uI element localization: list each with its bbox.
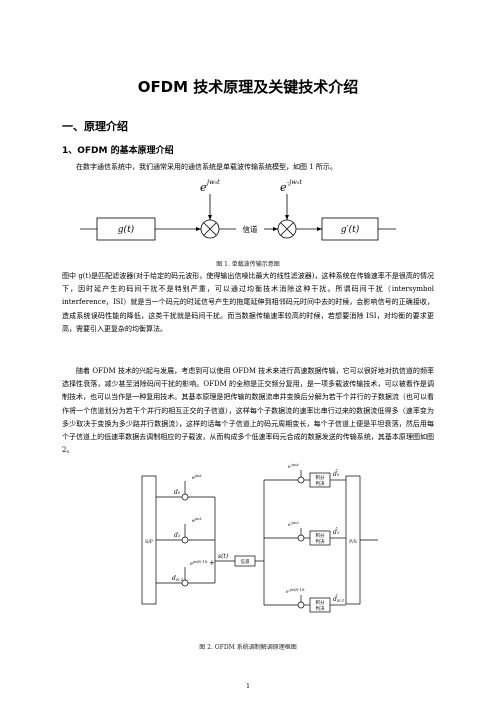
svg-text:积分: 积分 xyxy=(316,532,325,539)
subsection-heading: 1、OFDM 的基本原理介绍 xyxy=(62,146,174,156)
carrier-rx-label: e -jw₀t xyxy=(280,178,302,194)
svg-text:判决: 判决 xyxy=(316,538,325,545)
svg-text:d₀: d₀ xyxy=(174,489,181,496)
svg-text:s(t): s(t) xyxy=(218,553,229,560)
svg-text:ejw₀t: ejw₀t xyxy=(192,474,202,481)
paragraph-ofdm: 随着 OFDM 技术的兴起与发展，考虑到可以使用 OFDM 技术来进行高速数据传… xyxy=(62,367,434,455)
figure-1-caption: 图 1. 单载波传输示意图 xyxy=(216,261,280,268)
svg-text:积分: 积分 xyxy=(316,474,325,481)
integrator-0 xyxy=(309,472,331,488)
svg-text:ejw₁t: ejw₁t xyxy=(192,517,202,524)
svg-text:判决: 判决 xyxy=(316,605,325,612)
summation-sign: + xyxy=(209,559,215,567)
svg-text:dN-1: dN-1 xyxy=(172,575,183,582)
svg-text:e: e xyxy=(280,181,287,194)
svg-text:e-jw₀t: e-jw₀t xyxy=(288,463,299,470)
gt-label: g(t) xyxy=(118,224,135,235)
section-heading: 一、原理介绍 xyxy=(62,120,128,133)
svg-text:d̂N-1: d̂N-1 xyxy=(333,596,344,603)
integrator-n xyxy=(309,597,331,613)
fig2-channel-label: 信道 xyxy=(241,558,250,565)
integrator-1 xyxy=(309,530,331,546)
svg-text:e-jw(N-1)t: e-jw(N-1)t xyxy=(286,588,305,595)
carrier-tx-label: e jw₀t xyxy=(200,178,220,194)
svg-text:e-jw₁t: e-jw₁t xyxy=(288,521,299,528)
intro-paragraph: 在数字通信系统中，我们通常采用的通信系统是单载波传输系统模型，如图 1 所示。 xyxy=(76,163,337,171)
svg-text:积分: 积分 xyxy=(316,599,325,606)
document-title: OFDM 技术原理及关键技术介绍 xyxy=(137,78,359,96)
svg-text:-jw₀t: -jw₀t xyxy=(287,178,302,186)
gpt-label: g′(t) xyxy=(341,224,360,235)
page-number: 1 xyxy=(246,683,250,690)
svg-text:判决: 判决 xyxy=(316,480,325,487)
svg-text:jw₀t: jw₀t xyxy=(205,178,220,186)
svg-text:d₁: d₁ xyxy=(174,532,180,539)
ps-label: P/S xyxy=(349,539,357,545)
svg-text:ejw(N-1)t: ejw(N-1)t xyxy=(190,560,208,567)
svg-text:e: e xyxy=(200,181,207,194)
svg-text:d̂₁: d̂₁ xyxy=(333,529,339,536)
sp-label: S/P xyxy=(145,539,153,545)
svg-text:d̂₀: d̂₀ xyxy=(333,471,340,478)
channel-label: 信道 xyxy=(243,224,258,234)
figure-2-caption: 图 2. OFDM 系统调制解调原理框图 xyxy=(199,644,297,651)
paragraph-isi: 图中 g(t)是匹配滤波器(对于给定的码元波形，使得输出信噪比最大的线性滤波器)… xyxy=(62,272,434,333)
